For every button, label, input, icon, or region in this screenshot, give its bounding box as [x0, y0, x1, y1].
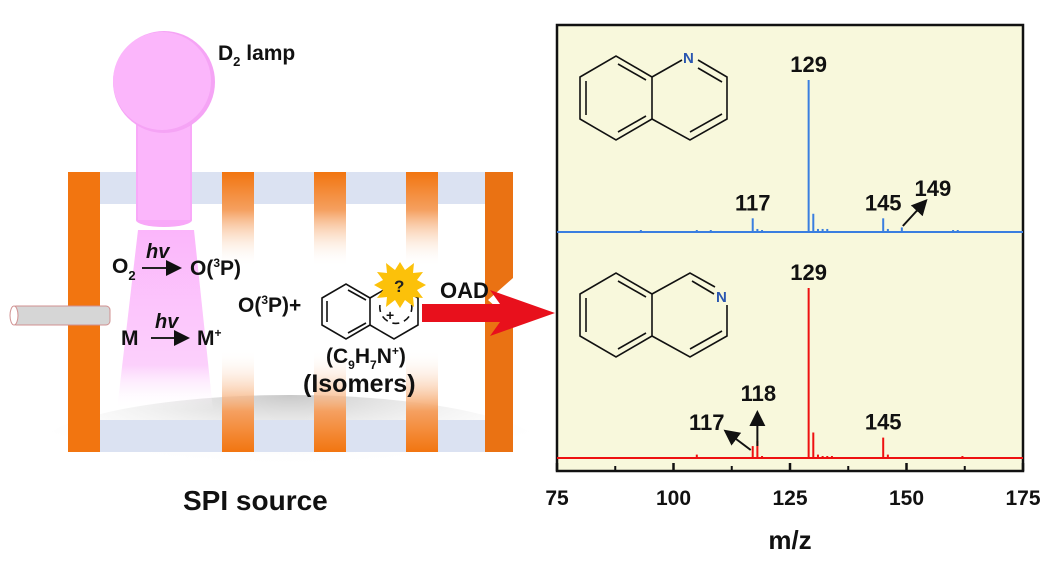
peak-label-117: 117: [735, 190, 771, 215]
starburst-icon: ?: [374, 262, 426, 308]
x-tick-label-100: 100: [656, 487, 691, 510]
electrode-3-bottom: [406, 350, 438, 452]
svg-text:hv: hv: [146, 241, 171, 263]
x-tick-label-125: 125: [772, 487, 807, 510]
source-label: SPI source: [183, 485, 328, 516]
peak-label-117: 117: [689, 410, 725, 435]
annotation-arrow-149: [902, 199, 928, 227]
electrode-1-top: [222, 172, 254, 267]
mass-spectra-chart: N N 129 117 145 149 129 118 117 145 75 100 125 150…: [545, 23, 1041, 555]
annotation-arrow-117: [723, 429, 752, 451]
x-tick-label-150: 150: [889, 487, 924, 510]
oad-label: OAD: [440, 278, 489, 303]
sample-inlet-capillary: [11, 305, 111, 326]
isoquinoline-n-label: N: [716, 289, 727, 306]
uv-beam: [117, 230, 213, 410]
isomers-label: (Isomers): [303, 370, 416, 398]
svg-text:O(3P): O(3P): [190, 256, 241, 280]
capillary-end: [9, 305, 19, 326]
peak-label-129: 129: [790, 260, 827, 285]
x-tick-label-75: 75: [545, 487, 569, 510]
reaction-photolysis: O2 hv O(3P): [112, 241, 241, 283]
quinoline-structure: [579, 55, 728, 141]
svg-text:hv: hv: [155, 311, 180, 333]
reaction-ionization: M hv M+: [121, 311, 222, 350]
peak-label-118: 118: [741, 381, 777, 406]
isoquinoline-structure: [579, 272, 728, 358]
spi-source-diagram: D2 lamp O2 hv O(3P) M hv M+ O(3P)+: [9, 31, 555, 516]
electrode-2-top: [314, 172, 346, 267]
electrode-3-top: [406, 172, 438, 267]
svg-text:O2: O2: [112, 255, 136, 283]
electrode-1-bottom: [222, 350, 254, 452]
svg-text:M+: M+: [197, 326, 222, 350]
svg-text:M: M: [121, 327, 139, 350]
peak-label-145: 145: [865, 410, 902, 435]
charge-mark: +: [386, 307, 394, 323]
formula-label: (C9H7N+): [326, 344, 406, 372]
x-axis-label: m/z: [768, 525, 811, 555]
quinoline-n-label: N: [683, 50, 694, 67]
svg-text:?: ?: [394, 277, 404, 296]
electrode-2-bottom: [314, 350, 346, 452]
lamp-label: D2 lamp: [218, 42, 295, 69]
oad-arrow: [422, 290, 555, 336]
peak-label-149: 149: [914, 176, 951, 201]
d2-lamp: [113, 31, 215, 227]
peak-label-145: 145: [865, 190, 902, 215]
peak-label-129: 129: [790, 52, 827, 77]
plot-area: [555, 23, 1025, 473]
x-tick-label-175: 175: [1005, 487, 1040, 510]
reactant-mix-label: O(3P)+: [238, 293, 301, 317]
